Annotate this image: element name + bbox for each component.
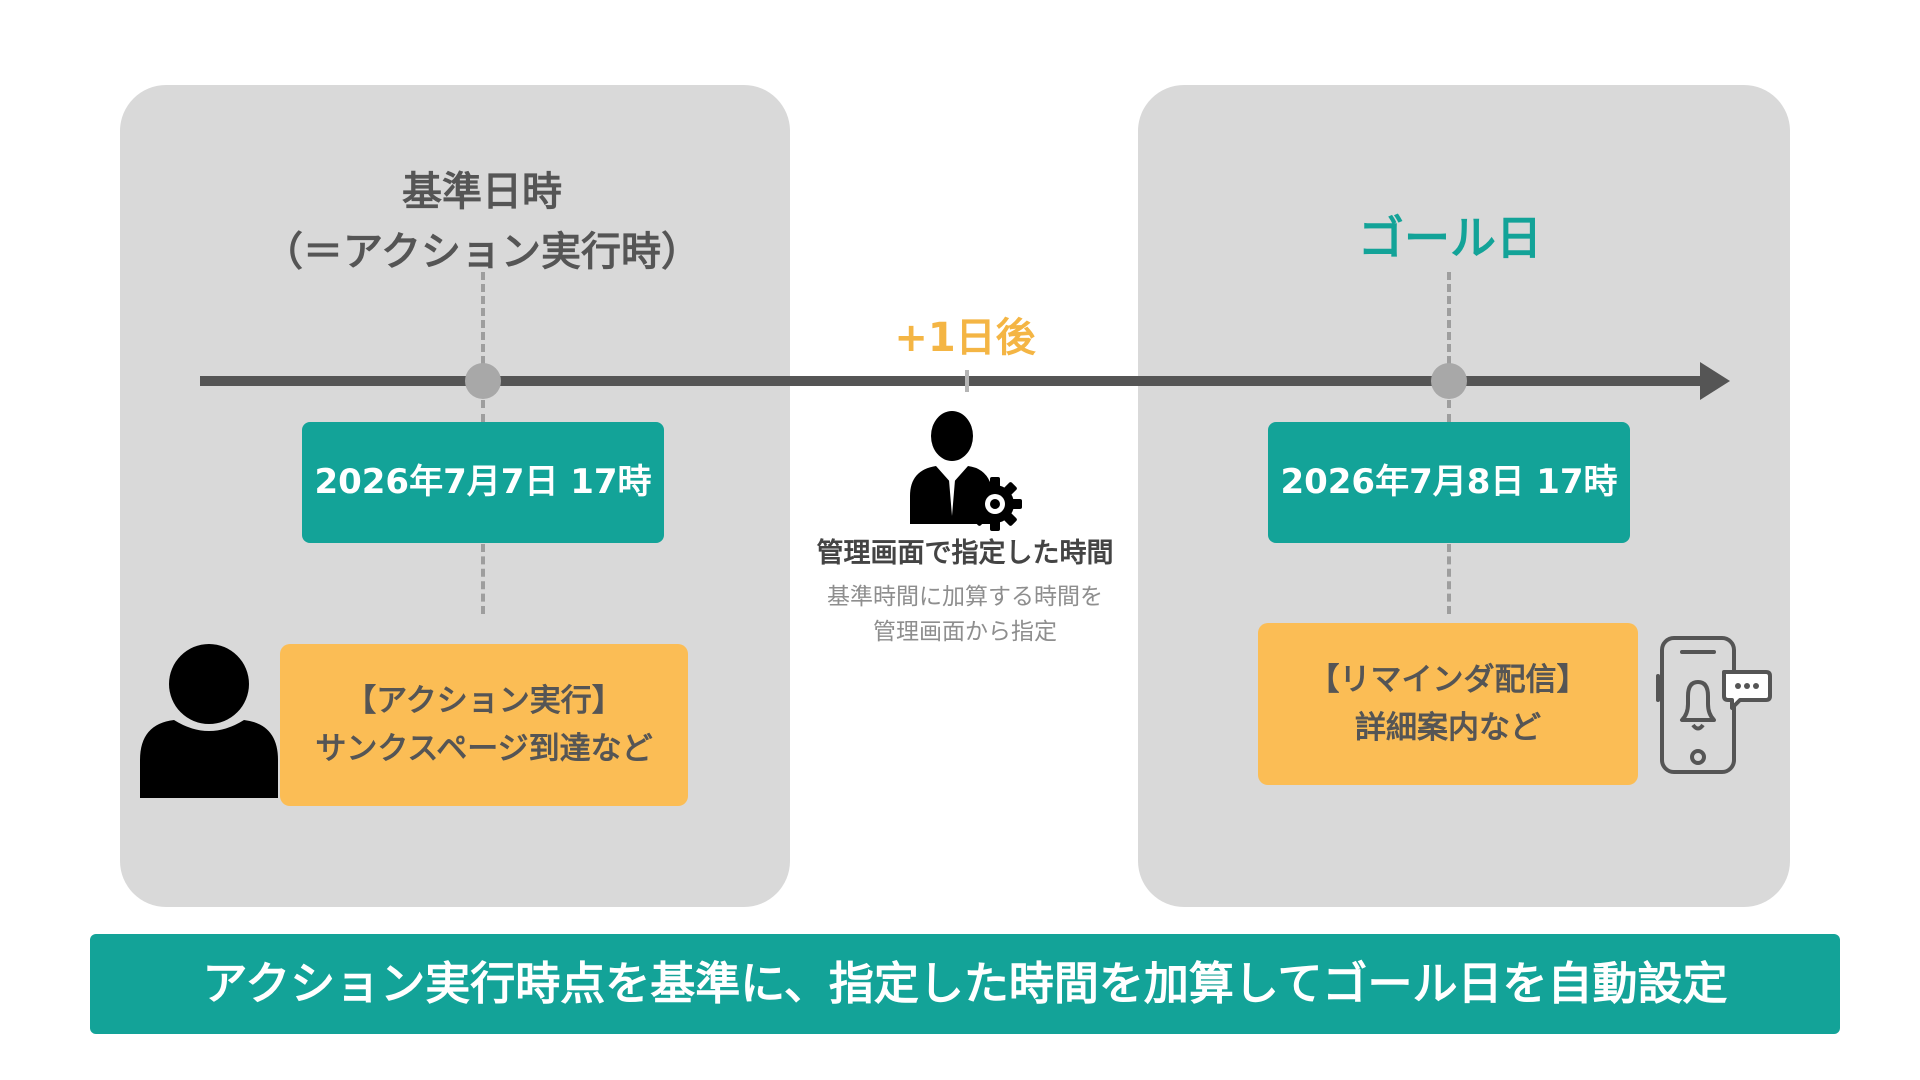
reminder-note-line1: 【リマインダ配信】 bbox=[1308, 662, 1588, 698]
admin-time-label: 管理画面で指定した時間 bbox=[816, 538, 1114, 569]
admin-gear-icon bbox=[910, 411, 1022, 531]
base-title-line1: 基準日時 bbox=[402, 169, 562, 215]
admin-time-description: 基準時間に加算する時間を 管理画面から指定 bbox=[790, 580, 1140, 650]
offset-label: +1日後 bbox=[894, 315, 1036, 361]
goal-date-title: ゴール日 bbox=[1358, 211, 1542, 265]
timeline-axis bbox=[200, 376, 1712, 386]
base-title-line2: （＝アクション実行時） bbox=[263, 229, 701, 275]
base-date-box: 2026年7月7日 17時 bbox=[302, 422, 664, 543]
action-note-line1: 【アクション実行】 bbox=[345, 683, 623, 719]
action-note-line2: サンクスページ到達など bbox=[315, 731, 653, 767]
base-connector-bottom bbox=[481, 544, 485, 614]
base-connector-mid bbox=[481, 386, 485, 422]
timeline-arrowhead bbox=[1700, 362, 1730, 400]
user-icon bbox=[140, 644, 278, 798]
goal-connector-top bbox=[1447, 272, 1451, 376]
goal-date-box: 2026年7月8日 17時 bbox=[1268, 422, 1630, 543]
goal-connector-mid bbox=[1447, 386, 1451, 422]
admin-desc-line2: 管理画面から指定 bbox=[873, 619, 1057, 645]
base-datetime-title: 基準日時 （＝アクション実行時） bbox=[120, 162, 844, 282]
goal-point-marker bbox=[1431, 363, 1467, 399]
action-note: 【アクション実行】 サンクスページ到達など bbox=[280, 644, 688, 806]
summary-banner: アクション実行時点を基準に、指定した時間を加算してゴール日を自動設定 bbox=[90, 934, 1840, 1034]
offset-tick bbox=[965, 370, 969, 392]
base-connector-top bbox=[481, 272, 485, 376]
smartphone-notification-icon bbox=[1656, 636, 1772, 774]
reminder-note: 【リマインダ配信】 詳細案内など bbox=[1258, 623, 1638, 785]
goal-connector-bottom bbox=[1447, 544, 1451, 614]
base-point-marker bbox=[465, 363, 501, 399]
admin-desc-line1: 基準時間に加算する時間を bbox=[827, 584, 1103, 610]
reminder-note-line2: 詳細案内など bbox=[1355, 710, 1541, 746]
